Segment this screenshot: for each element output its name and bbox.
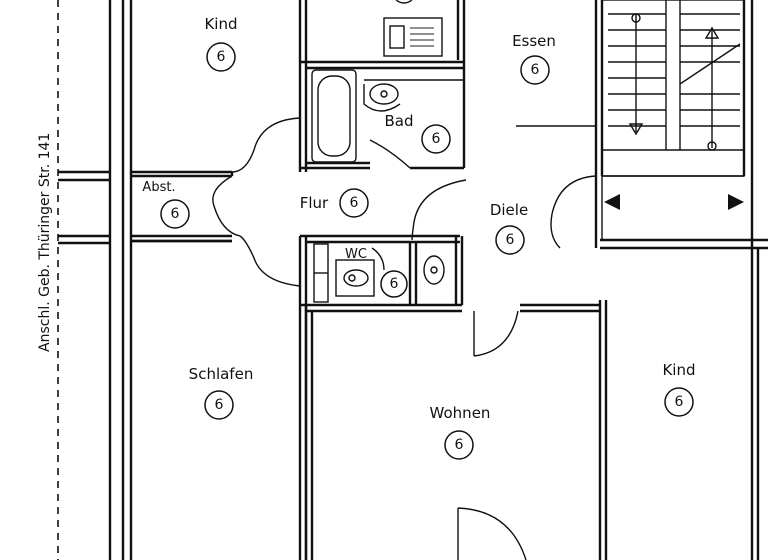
room-name: Kind (662, 361, 695, 379)
room-name: Wohnen (430, 404, 491, 422)
wc-door-swing (371, 247, 385, 271)
room-number-badge (495, 225, 525, 255)
room-number-badge (339, 188, 369, 218)
room-number: 6 (455, 437, 464, 453)
room-number-badge (444, 430, 474, 460)
bad-door-swing (369, 139, 411, 169)
room-number-badge (204, 390, 234, 420)
room-number-badge (160, 199, 190, 229)
room-name: Bad (384, 112, 413, 130)
room-diele: Diele 6 (490, 201, 528, 255)
room-wc: WC 6 (345, 247, 408, 298)
room-number: 6 (390, 276, 399, 292)
wc-sink (423, 255, 445, 285)
room-name: Kind (204, 15, 237, 33)
room-number-badge (380, 270, 408, 298)
bathroom-sink (363, 83, 401, 112)
room-number: 6 (217, 49, 226, 65)
wohnen-walls (304, 300, 608, 560)
room-number: 6 (171, 206, 180, 222)
staircase (601, 0, 754, 560)
wc-walls (300, 234, 464, 313)
diele-door-swing (550, 175, 597, 249)
room-name: Diele (490, 201, 528, 219)
room-wohnen: Wohnen 6 (430, 404, 491, 460)
room-abst: Abst. 6 (142, 180, 190, 229)
wohnen-door-swing (473, 310, 519, 357)
room-kind-right: Kind 6 (662, 361, 696, 417)
room-number-badge (421, 124, 451, 154)
flur-door-swing (411, 179, 467, 241)
room-name: Schlafen (189, 365, 254, 383)
wohnen-lower-door-swing (457, 507, 527, 560)
room-name: Essen (512, 32, 556, 50)
left-wall-stubs (58, 170, 110, 245)
room-number-badge (520, 55, 550, 85)
room-number-badge (206, 42, 236, 72)
room-number: 6 (350, 195, 359, 211)
room-name: Flur (300, 194, 329, 212)
room-essen: Essen 6 (512, 32, 556, 85)
kitchen-stove (383, 0, 443, 57)
room-number: 6 (432, 131, 441, 147)
room-number-badge (664, 387, 694, 417)
landing-arrows (601, 176, 744, 240)
adjacent-building-label: Anschl. Geb. Thüringer Str. 141 (37, 133, 53, 352)
outer-wall-left (108, 0, 133, 560)
room-flur: Flur 6 (300, 188, 369, 218)
room-number: 6 (675, 394, 684, 410)
room-number: 6 (531, 62, 540, 78)
room-bad: Bad 6 (384, 112, 451, 154)
room-number: 6 (215, 397, 224, 413)
bathtub (311, 69, 357, 163)
room-kind-top: Kind 6 (204, 15, 238, 72)
room-name: WC (345, 247, 367, 262)
arrow-right-icon (728, 194, 744, 210)
door-swings-left (212, 117, 301, 287)
arrow-left-icon (604, 194, 620, 210)
room-schlafen: Schlafen 6 (189, 365, 254, 420)
room-number: 6 (506, 232, 515, 248)
wc-toilet (343, 269, 369, 287)
room-name: Abst. (142, 180, 175, 195)
